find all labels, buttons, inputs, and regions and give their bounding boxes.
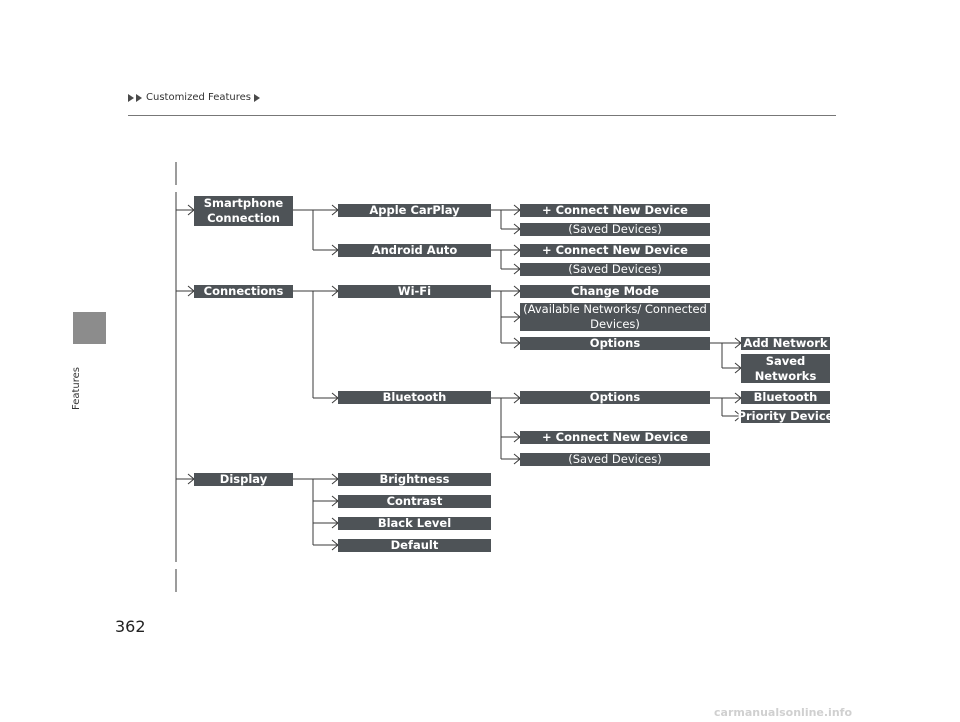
breadcrumb-label: Customized Features [146,92,252,103]
header-rule [128,115,836,116]
contrast-box: Contrast [338,494,491,508]
bluetooth-box: Bluetooth [338,390,491,404]
android-saved-devices-box: (Saved Devices) [520,262,710,276]
black-level-box: Black Level [338,516,491,530]
bluetooth-saved-devices-box: (Saved Devices) [520,452,710,466]
arrow-icon [128,93,134,102]
arrow-icon [254,93,261,102]
arrow-icon [136,93,142,102]
connections-box: Connections [194,284,293,298]
watermark: carmanualsonline.info [714,706,852,719]
add-network-box: Add Network [741,336,830,350]
bluetooth-connect-new-device-box: + Connect New Device [520,430,710,444]
default-box: Default [338,538,491,552]
available-networks-box: (Available Networks/ Connected Devices) [520,302,710,331]
wifi-box: Wi-Fi [338,284,491,298]
priority-device-box: Priority Device [737,409,834,423]
carplay-connect-new-device-box: + Connect New Device [520,203,710,217]
breadcrumb: Customized Features [128,92,262,103]
brightness-box: Brightness [338,472,491,486]
android-auto-box: Android Auto [338,243,491,257]
apple-carplay-box: Apple CarPlay [338,203,491,217]
bluetooth-sub-box: Bluetooth [741,390,830,404]
display-box: Display [194,472,293,486]
smartphone-connection-box: Smartphone Connection [194,196,293,226]
change-mode-box: Change Mode [520,284,710,298]
page-number: 362 [115,617,146,636]
android-connect-new-device-box: + Connect New Device [520,243,710,257]
wifi-options-box: Options [520,336,710,350]
saved-networks-box: Saved Networks [741,354,830,383]
section-tab [73,312,106,344]
carplay-saved-devices-box: (Saved Devices) [520,222,710,236]
bluetooth-options-box: Options [520,390,710,404]
